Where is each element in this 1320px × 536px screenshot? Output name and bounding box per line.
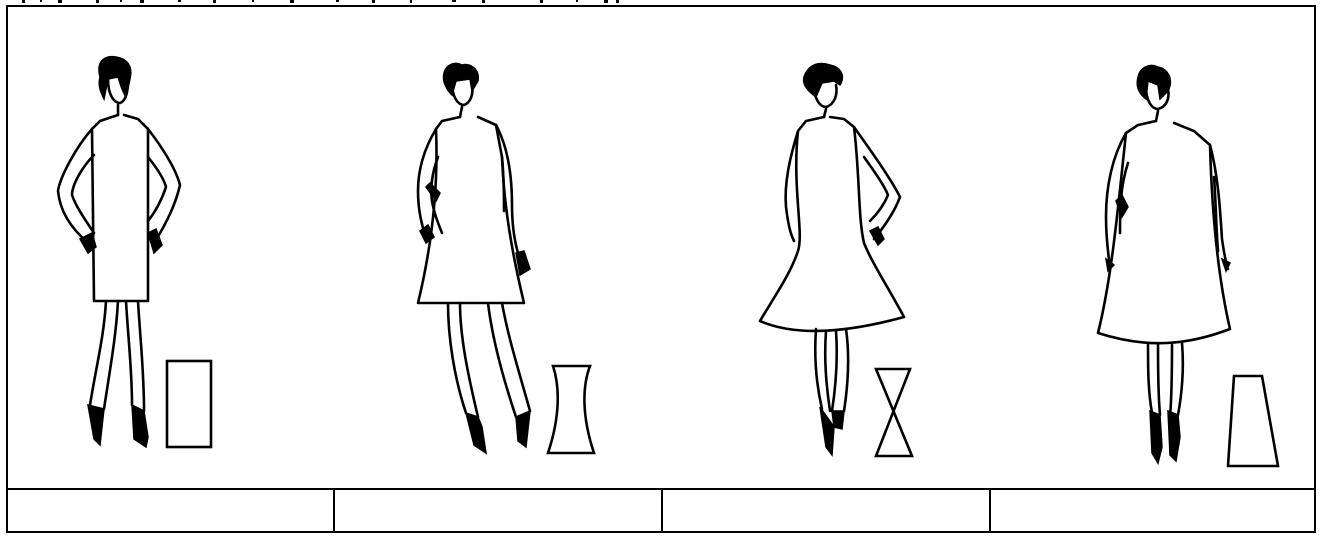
- figure-2: [418, 63, 530, 453]
- answer-row: [6, 489, 1316, 533]
- figure-4: [1098, 65, 1230, 463]
- figure-2-silhouette-hourglass-curved: [548, 366, 594, 453]
- figure-3-legs: [815, 329, 848, 411]
- figure-2-legs: [448, 303, 530, 417]
- answer-cell-3[interactable]: [661, 489, 989, 533]
- answer-cell-1[interactable]: [6, 489, 333, 533]
- figure-1-legs: [90, 301, 144, 411]
- figure-3: [760, 64, 904, 456]
- figure-4-legs: [1148, 343, 1183, 417]
- figure-4-silhouette-trapezoid: [1228, 376, 1278, 466]
- figure-3-silhouette-hourglass-x: [876, 369, 912, 456]
- figure-1-right-arm: [148, 129, 180, 243]
- figure-1: [58, 57, 180, 447]
- figure-1-dress: [92, 115, 148, 301]
- figure-2-head: [443, 63, 478, 117]
- answer-cell-2[interactable]: [333, 489, 661, 533]
- figure-1-left-arm: [58, 129, 94, 243]
- figure-3-head: [804, 64, 843, 118]
- silhouette-figures: [8, 7, 1314, 489]
- figure-4-head: [1137, 65, 1170, 121]
- figure-3-dress: [760, 117, 904, 331]
- figure-1-silhouette-rectangle: [167, 361, 211, 447]
- answer-cell-4[interactable]: [989, 489, 1316, 533]
- figure-1-head: [99, 57, 131, 115]
- figure-4-dress: [1098, 121, 1230, 343]
